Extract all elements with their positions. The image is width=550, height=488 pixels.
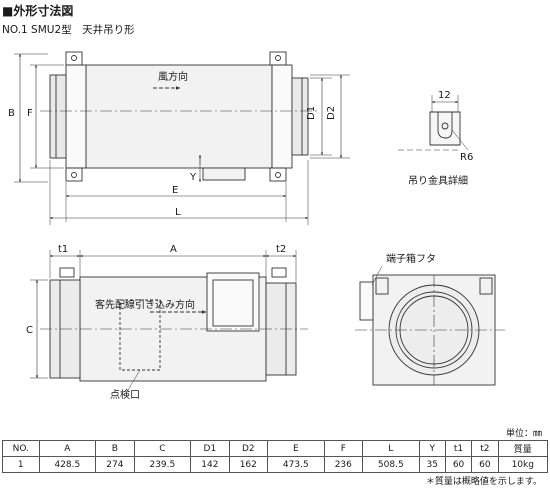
dim-D2-label: D2 xyxy=(326,106,337,120)
table-header: A xyxy=(38,440,97,457)
table-cell: 10kg xyxy=(497,456,549,473)
top-view xyxy=(14,51,350,225)
table-cell: 1 xyxy=(2,456,40,473)
table-header: NO. xyxy=(2,440,40,457)
dim-A-label: A xyxy=(170,244,177,255)
table-cell: 142 xyxy=(190,456,230,473)
table-row: 1 428.5 274 239.5 142 162 473.5 236 508.… xyxy=(2,456,549,473)
table-cell: 508.5 xyxy=(362,456,420,473)
page-title: ■外形寸法図 xyxy=(2,4,74,18)
wiring-direction-label: 客先配線引き込み方向 xyxy=(95,298,195,311)
table-header: D2 xyxy=(228,440,269,457)
side-view-labels: 端子箱フタ xyxy=(386,252,436,265)
weight-footnote: ＊質量は概略値を示します。 xyxy=(425,477,542,487)
table-cell: 60 xyxy=(471,456,499,473)
dim-C-label: C xyxy=(26,325,33,336)
table-cell: 35 xyxy=(418,456,446,473)
table-cell: 428.5 xyxy=(38,456,97,473)
table-header-row: NO. A B C D1 D2 E F L Y t1 t2 質量 xyxy=(2,440,549,457)
table-header: Y xyxy=(418,440,446,457)
table-cell: 274 xyxy=(95,456,135,473)
table-cell: 162 xyxy=(228,456,269,473)
dim-L-label: L xyxy=(175,207,181,218)
hanger-detail-labels: 12 R6 吊り金具詳細 xyxy=(408,90,473,187)
detail-radius-label: R6 xyxy=(460,152,473,163)
wind-direction-label: 風方向 xyxy=(158,70,188,83)
table-cell: 60 xyxy=(444,456,473,473)
dim-Y-label: Y xyxy=(189,172,197,183)
table-header: D1 xyxy=(190,440,230,457)
model-label: NO.1 SMU2型 天井吊り形 xyxy=(2,24,135,36)
dim-F-label: F xyxy=(27,108,33,119)
front-view xyxy=(30,250,308,391)
table-header: t1 xyxy=(444,440,473,457)
table-cell: 239.5 xyxy=(133,456,192,473)
unit-note: 単位：㎜ xyxy=(505,429,542,439)
terminal-box-cover-label: 端子箱フタ xyxy=(386,252,436,265)
table-header: L xyxy=(362,440,420,457)
dim-t1-label: t1 xyxy=(58,244,68,255)
side-view xyxy=(355,265,505,386)
table-header: t2 xyxy=(471,440,499,457)
table-header: E xyxy=(267,440,325,457)
spec-table: NO. A B C D1 D2 E F L Y t1 t2 質量 1 428.5… xyxy=(2,440,549,473)
access-port-label: 点検口 xyxy=(110,388,140,401)
table-header: 質量 xyxy=(497,440,549,457)
table-header: F xyxy=(323,440,364,457)
detail-width-label: 12 xyxy=(438,90,451,101)
table-header: B xyxy=(95,440,135,457)
front-view-labels: t1 A t2 C 客先配線引き込み方向 点検口 xyxy=(26,244,286,401)
dim-B-label: B xyxy=(8,108,15,119)
table-cell: 473.5 xyxy=(267,456,325,473)
table-cell: 236 xyxy=(323,456,364,473)
top-view-labels: 風方向 B F D1 D2 Y E L xyxy=(8,70,337,218)
dim-t2-label: t2 xyxy=(276,244,286,255)
table-header: C xyxy=(133,440,192,457)
detail-caption: 吊り金具詳細 xyxy=(408,174,468,187)
hanger-detail xyxy=(398,95,469,151)
dim-E-label: E xyxy=(172,185,178,196)
dim-D1-label: D1 xyxy=(306,106,317,120)
